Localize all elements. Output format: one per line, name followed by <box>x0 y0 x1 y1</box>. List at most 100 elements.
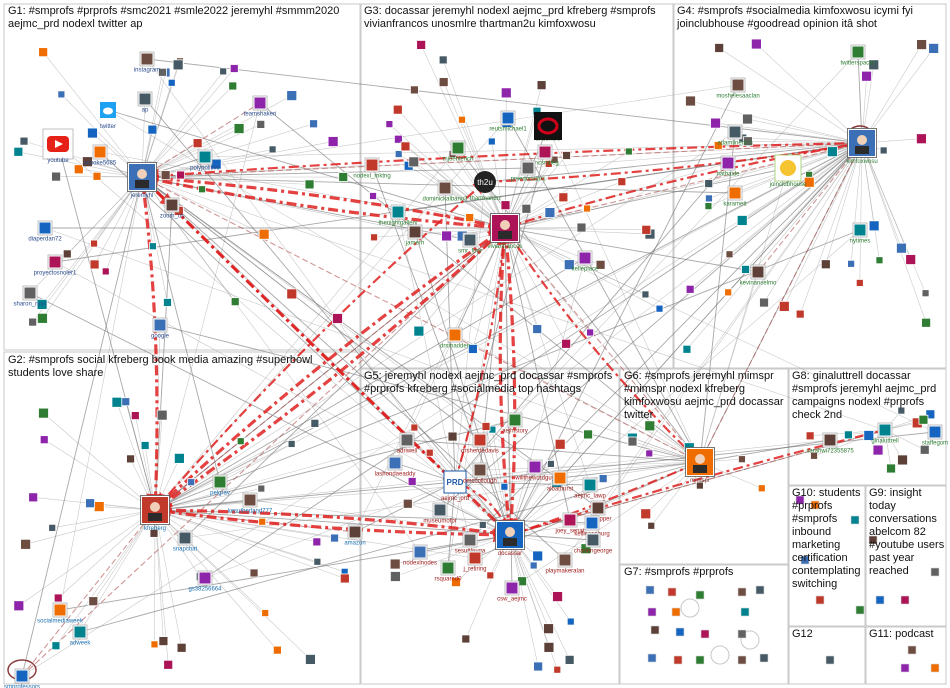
node-willthewordguy[interactable]: willthewordguy <box>514 459 555 482</box>
avatar-node-94 <box>465 213 475 223</box>
node-label: nodexl_mktng <box>353 174 390 180</box>
node-instagram[interactable]: instagram <box>134 51 160 74</box>
node-google[interactable]: google <box>151 317 170 340</box>
node-ginaluttrell[interactable]: ginaluttrell <box>871 422 899 445</box>
node-adweek[interactable]: adweek <box>70 624 92 647</box>
node-joinclubhouse[interactable]: joinclubhouse <box>769 154 807 188</box>
node-smprofessors[interactable]: smprofessors <box>4 668 40 688</box>
avatar-node-179 <box>425 448 434 457</box>
node-j-retiring[interactable]: j_retiring <box>462 550 487 573</box>
avatar-node-145 <box>724 288 733 297</box>
avatar <box>166 199 178 211</box>
avatar <box>539 146 551 158</box>
node-kevinanselmo[interactable]: kevinanselmo <box>740 264 777 287</box>
node-adamlinenich[interactable]: adamlinenich <box>717 124 753 147</box>
node-twitter[interactable]: twitter <box>100 102 116 130</box>
node-aejmc-lawp[interactable]: aejmc_lawp <box>574 477 607 500</box>
node-dmccollough[interactable]: dmccollough <box>463 462 497 485</box>
node-twitterspaces[interactable]: twitterspaces <box>840 44 876 67</box>
node-smr-four[interactable]: smr_four <box>458 232 482 255</box>
edge-363 <box>504 142 863 229</box>
node-mjoehlerich[interactable]: mjoehlerich <box>443 140 474 163</box>
edge-63 <box>154 509 266 614</box>
edge-256 <box>204 142 863 579</box>
node-ap[interactable]: ap <box>137 91 153 114</box>
node-label: charlengeorge <box>574 549 613 555</box>
node-playmakeralan[interactable]: playmakeralan <box>545 552 585 575</box>
avatar-node-158 <box>710 117 721 129</box>
node-label: socialmediaweek <box>37 619 84 625</box>
node-uncsmiteg[interactable]: uncsmiteg <box>531 144 559 167</box>
avatar-node-87 <box>392 104 403 115</box>
node-thenightgallery[interactable]: thenightgallery <box>378 204 418 227</box>
node-prseducators[interactable]: prseducators <box>511 160 546 183</box>
node-snapchat[interactable]: snapchat <box>173 530 198 553</box>
node-kfreberg[interactable]: kfreberg <box>140 495 170 533</box>
avatar-node-200 <box>566 617 575 626</box>
edge-143 <box>861 142 911 260</box>
node-lashondaeaddy[interactable]: lashondaeaddy <box>375 455 416 478</box>
node-joey-senat[interactable]: joey_senat <box>554 512 585 535</box>
node-nytimes[interactable]: nytimes <box>850 222 871 245</box>
node-staffegom[interactable]: staffegom <box>922 424 948 447</box>
edge-140 <box>859 142 863 283</box>
node-label: lashondaeaddy <box>375 472 416 478</box>
node-ccooke5685[interactable]: ccooke5685 <box>84 144 117 167</box>
node-youtube[interactable]: youtube <box>42 128 74 164</box>
node-socialmediaweek[interactable]: socialmediaweek <box>37 602 84 625</box>
node-proyectosnoler1[interactable]: proyectosnoler1 <box>34 254 77 277</box>
edge-33 <box>141 176 168 303</box>
edge-21 <box>141 141 334 178</box>
node-amazon[interactable]: amazon <box>344 524 366 547</box>
node-zoom-us[interactable]: zoom_us <box>160 197 184 220</box>
avatar <box>199 151 211 163</box>
node-karamett[interactable]: karamett <box>723 185 747 208</box>
node-label: dmccollough <box>463 479 497 485</box>
node-csw-aejmc[interactable]: csw_aejmc <box>497 580 527 603</box>
node-aejhistory[interactable]: aejhistory <box>502 412 528 435</box>
avatar-node-75 <box>39 435 49 445</box>
node-jamerh[interactable]: jamerh <box>405 224 424 247</box>
node-moshelesaaclan[interactable]: moshelesaaclan <box>716 77 760 100</box>
node-museumofpr[interactable]: museumofpr <box>423 502 457 525</box>
node-sharon-russ[interactable]: sharon_russ <box>13 285 47 308</box>
node-sarahwi72355875[interactable]: sarahwi72355875 <box>806 432 854 455</box>
node-drsherdedavis[interactable]: drsherdedavis <box>461 432 499 455</box>
node-reutsmichael1[interactable]: reutsmichael1 <box>489 110 527 133</box>
node-docassar[interactable]: docassar <box>495 520 525 558</box>
node-kimfoxwosu[interactable]: kimfoxwosu <box>846 128 878 166</box>
node-rsquared0[interactable]: rsquared0 <box>434 560 462 583</box>
node-teamshakeri[interactable]: teamshakeri <box>244 95 277 118</box>
avatar-node-69 <box>330 533 339 543</box>
avatar <box>464 534 476 546</box>
node-gs38256664[interactable]: gs38256664 <box>188 570 222 593</box>
avatar <box>366 159 378 171</box>
node-nodexl-mktng[interactable]: nodexl_mktng <box>353 157 391 180</box>
node-vivianfrancos[interactable]: vivianfrancos <box>487 213 523 251</box>
edge-121 <box>389 123 506 229</box>
node-kesutherland777[interactable]: kesutherland777 <box>228 492 273 515</box>
avatar-node-208 <box>644 420 656 432</box>
node-drsmadden[interactable]: drsmadden <box>440 327 470 350</box>
avatar <box>39 222 51 234</box>
node-dominickalbano3[interactable]: dominickalbano3 <box>422 180 468 203</box>
node-charlengeorge[interactable]: charlengeorge <box>574 532 613 555</box>
node-jeremyhl[interactable]: jeremyhl <box>127 162 157 200</box>
node-polypolitive[interactable]: polypolitive <box>190 149 221 172</box>
edge-155 <box>690 100 863 144</box>
group-box-g11 <box>865 626 947 685</box>
small-node-19 <box>810 500 820 510</box>
node-kelleplace[interactable]: kelleplace <box>572 250 599 273</box>
avatar-node-161 <box>916 133 927 145</box>
node-pelgrav[interactable]: pelgrav <box>210 474 230 497</box>
node-diaperdan72[interactable]: diaperdan72 <box>28 220 62 243</box>
node-nathaide[interactable]: nathaide <box>716 155 740 178</box>
small-node-2 <box>667 587 677 597</box>
node-mimspr[interactable]: mimspr <box>685 447 715 485</box>
node-nodexlnodes[interactable]: nodexlnodes <box>403 544 437 567</box>
avatar-node-180 <box>407 477 417 486</box>
node-albathurst[interactable]: albathurst <box>547 470 574 493</box>
node-adriwell[interactable]: adriwell <box>397 432 417 455</box>
